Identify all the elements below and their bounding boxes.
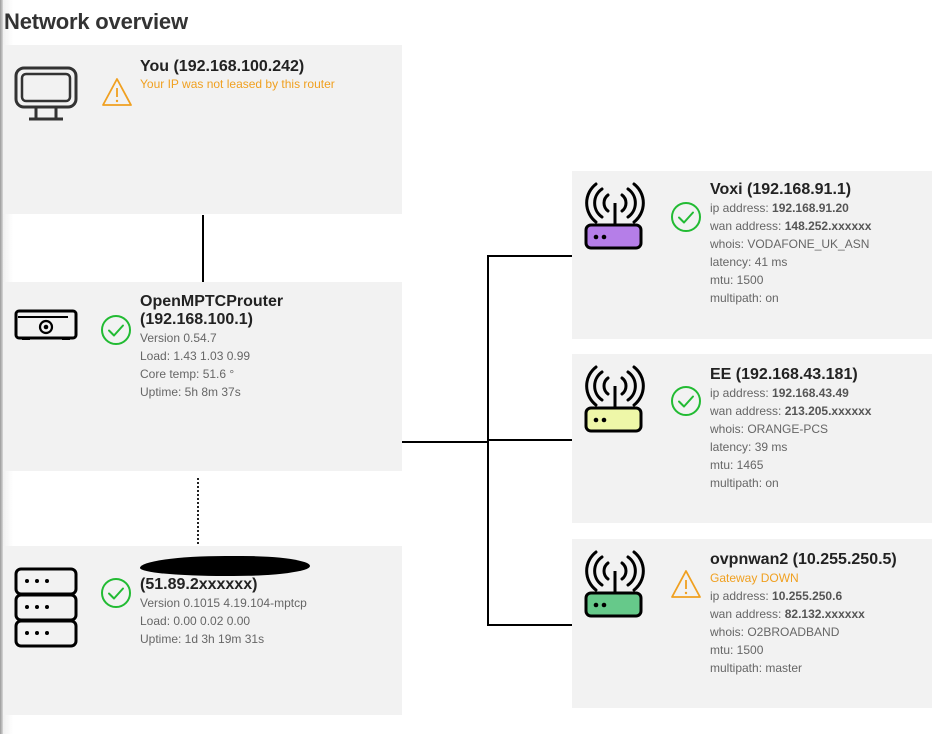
wan-info-voxi: Voxi (192.168.91.1) ip address: 192.168.…	[710, 181, 930, 307]
server-load: Load: 0.00 0.02 0.00	[140, 614, 251, 628]
redacted-server-name	[140, 556, 310, 576]
wan-card-voxi[interactable]: Voxi (192.168.91.1) ip address: 192.168.…	[572, 171, 932, 339]
check-circle-icon	[670, 385, 702, 417]
connector-wan-voxi	[487, 255, 572, 257]
wan-value: 213.205.xxxxxx	[784, 404, 872, 418]
ip-value: 10.255.250.6	[772, 589, 843, 603]
server-uptime: Uptime: 1d 3h 19m 31s	[140, 632, 265, 646]
window-left-border	[0, 0, 3, 734]
router-load: Load: 1.43 1.03 0.99	[140, 349, 251, 363]
client-info: You (192.168.100.242) Your IP was not le…	[140, 58, 400, 92]
wifi-router-icon	[583, 181, 645, 251]
router-info: OpenMPTCProuter (192.168.100.1) Version …	[140, 293, 400, 401]
router-box-icon	[14, 308, 80, 342]
wan-multipath: multipath: on	[710, 291, 779, 305]
server-info: (51.89.2xxxxxx) Version 0.1015 4.19.104-…	[140, 576, 400, 648]
wan-title: EE (192.168.43.181)	[710, 366, 858, 383]
router-card[interactable]: OpenMPTCProuter (192.168.100.1) Version …	[3, 282, 402, 471]
wan-whois: whois: O2BROADBAND	[710, 625, 840, 639]
ip-label: ip address:	[710, 589, 773, 603]
wan-info-ee: EE (192.168.43.181) ip address: 192.168.…	[710, 366, 930, 492]
router-title-name: OpenMPTCProuter	[140, 293, 284, 310]
wan-ip-address: ip address: 192.168.91.20	[710, 199, 930, 217]
wan-value: 148.252.xxxxxx	[784, 219, 872, 233]
monitor-icon	[14, 65, 80, 123]
wifi-router-icon	[583, 364, 645, 434]
check-circle-icon	[100, 577, 132, 609]
wan-latency: latency: 39 ms	[710, 440, 788, 454]
wan-card-ee[interactable]: EE (192.168.43.181) ip address: 192.168.…	[572, 354, 932, 523]
check-circle-icon	[100, 314, 132, 346]
wan-card-ovpnwan2[interactable]: ovpnwan2 (10.255.250.5) Gateway DOWN ip …	[572, 539, 932, 708]
wan-label: wan address:	[710, 607, 785, 621]
client-title: You (192.168.100.242)	[140, 58, 305, 75]
router-core-temp: Core temp: 51.6 °	[140, 367, 235, 381]
wan-ip-address: ip address: 192.168.43.49	[710, 384, 930, 402]
connector-client-router	[202, 215, 204, 282]
wan-info-ovpnwan2: ovpnwan2 (10.255.250.5) Gateway DOWN ip …	[710, 551, 930, 677]
warning-icon	[670, 568, 702, 600]
ip-label: ip address:	[710, 386, 773, 400]
wan-wan-address: wan address: 213.205.xxxxxx	[710, 402, 930, 420]
server-card[interactable]: (51.89.2xxxxxx) Version 0.1015 4.19.104-…	[3, 546, 402, 715]
wan-value: 82.132.xxxxxx	[784, 607, 865, 621]
wan-mtu: mtu: 1500	[710, 643, 764, 657]
wan-title: ovpnwan2 (10.255.250.5)	[710, 551, 897, 568]
wan-gateway-warning: Gateway DOWN	[710, 571, 799, 585]
page-title: Network overview	[4, 9, 188, 34]
check-circle-icon	[670, 201, 702, 233]
wan-latency: latency: 41 ms	[710, 255, 788, 269]
wan-ip-address: ip address: 10.255.250.6	[710, 587, 930, 605]
wan-multipath: multipath: master	[710, 661, 803, 675]
router-title-ip: (192.168.100.1)	[140, 311, 253, 328]
warning-icon	[101, 76, 133, 108]
client-card[interactable]: You (192.168.100.242) Your IP was not le…	[3, 45, 402, 214]
wan-wan-address: wan address: 82.132.xxxxxx	[710, 605, 930, 623]
wifi-router-icon	[583, 549, 645, 619]
wan-mtu: mtu: 1465	[710, 458, 764, 472]
wan-wan-address: wan address: 148.252.xxxxxx	[710, 217, 930, 235]
ip-value: 192.168.43.49	[772, 386, 849, 400]
wan-mtu: mtu: 1500	[710, 273, 764, 287]
router-version: Version 0.54.7	[140, 331, 217, 345]
wan-multipath: multipath: on	[710, 476, 779, 490]
wan-whois: whois: ORANGE-PCS	[710, 422, 829, 436]
ip-value: 192.168.91.20	[772, 201, 849, 215]
wan-label: wan address:	[710, 219, 785, 233]
wan-whois: whois: VODAFONE_UK_ASN	[710, 237, 870, 251]
client-warning: Your IP was not leased by this router	[140, 77, 335, 91]
router-uptime: Uptime: 5h 8m 37s	[140, 385, 241, 399]
connector-router-trunk	[402, 441, 488, 443]
connector-wan-ee	[487, 439, 572, 441]
server-stack-icon	[14, 567, 80, 649]
server-version: Version 0.1015 4.19.104-mptcp	[140, 596, 307, 610]
wan-label: wan address:	[710, 404, 785, 418]
server-title-ip: (51.89.2xxxxxx)	[140, 576, 258, 593]
connector-router-server-dotted	[197, 478, 199, 544]
ip-label: ip address:	[710, 201, 773, 215]
connector-wan-ovpn	[487, 624, 572, 626]
wan-title: Voxi (192.168.91.1)	[710, 181, 852, 198]
